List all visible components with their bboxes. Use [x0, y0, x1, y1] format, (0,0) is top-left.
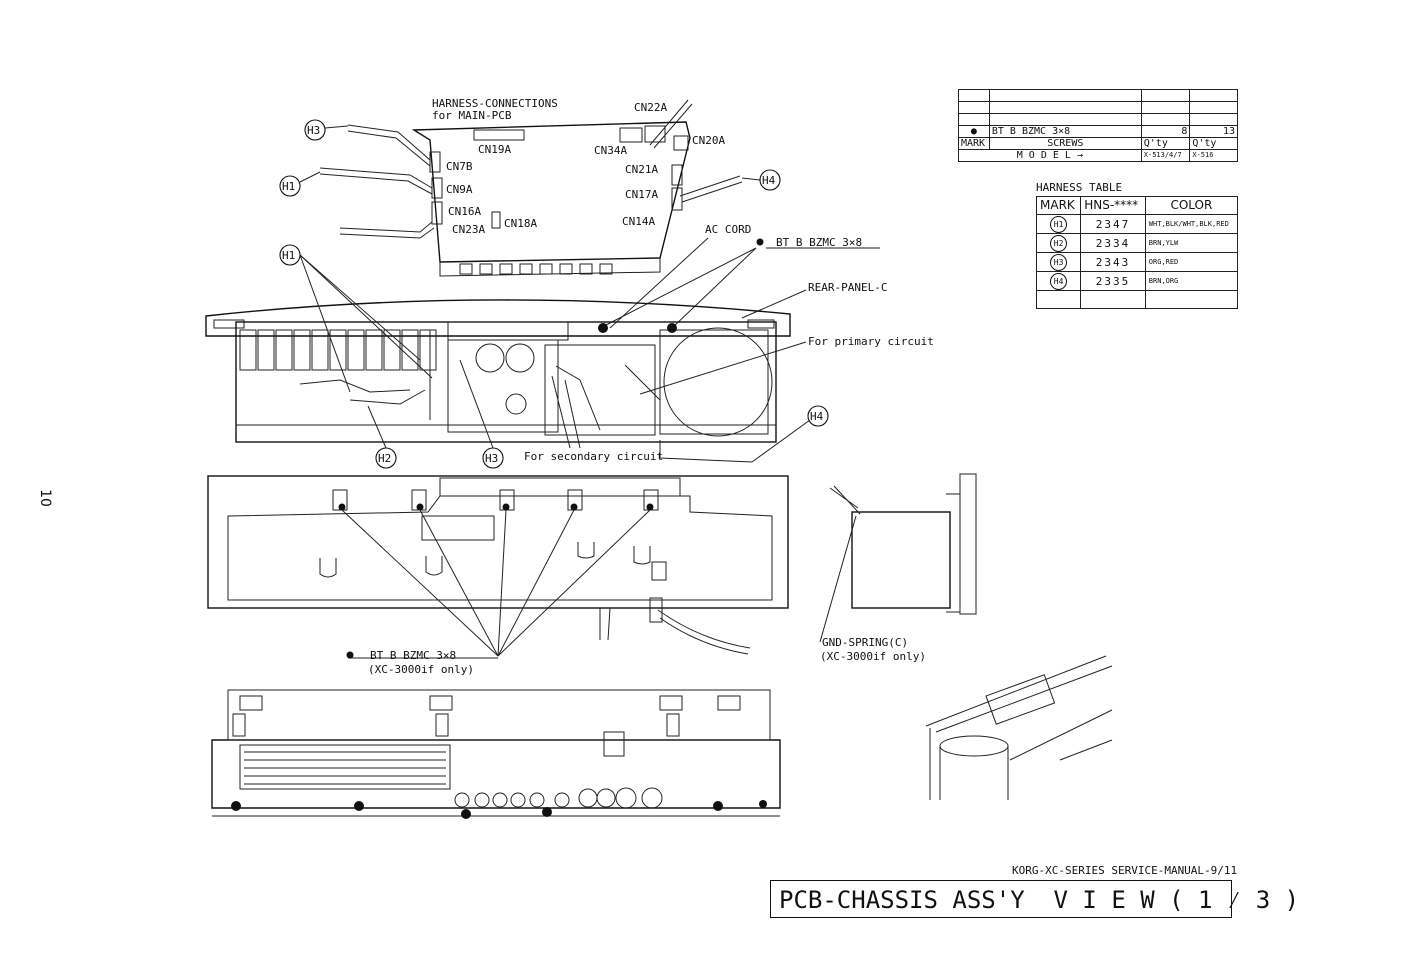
model-b: X-516	[1189, 149, 1238, 162]
harness-hns: 2347	[1080, 214, 1146, 234]
connector-label: CN19A	[478, 143, 511, 156]
rear-panel-label: REAR-PANEL-C	[808, 281, 887, 294]
svg-text:H1: H1	[282, 249, 295, 262]
screw-qty-a: 8	[1140, 125, 1191, 138]
gnd-spring-drawing	[819, 473, 977, 643]
svg-text:H4: H4	[762, 174, 776, 187]
connector-label: CN34A	[594, 144, 627, 157]
harness-color: ORG,RED	[1144, 252, 1239, 272]
connector-label: CN23A	[452, 223, 485, 236]
connector-label: CN22A	[634, 101, 667, 114]
callout-h3: H3	[482, 447, 504, 469]
harness-hns: 2335	[1080, 271, 1146, 291]
connector-label: CN21A	[625, 163, 658, 176]
callout-h4: H4	[741, 169, 781, 191]
svg-text:H4: H4	[810, 410, 824, 423]
harness-hns: 2334	[1080, 233, 1146, 253]
harness-title-line2: for MAIN-PCB	[432, 109, 512, 122]
svg-text:H2: H2	[378, 452, 391, 465]
gnd-spring-line2: (XC-3000if only)	[820, 650, 926, 663]
screws-table: ● BT B BZMC 3×8 8 13 MARK SCREWS Q'ty Q'…	[958, 89, 1238, 162]
harness-header: MARK	[1035, 196, 1082, 215]
page-title: PCB-CHASSIS ASS'Y V I E W ( 1 ⁄ 3 )	[770, 880, 1299, 918]
screw-note-line1: BT B BZMC 3×8	[370, 649, 456, 662]
connector-label: CN17A	[625, 188, 658, 201]
harness-header: COLOR	[1144, 196, 1239, 215]
harness-table: MARK HNS-**** COLOR H1 2347 WHT,BLK/WHT,…	[1035, 196, 1239, 309]
bottom-panel-drawing	[207, 475, 789, 655]
table-row: H4 2335 BRN,ORG	[1035, 271, 1239, 291]
harness-color: WHT,BLK/WHT,BLK,RED	[1144, 214, 1239, 234]
screw-qty-b: 13	[1189, 125, 1238, 138]
callout-h1: H1	[279, 171, 321, 197]
harness-title-line1: HARNESS-CONNECTIONS	[432, 97, 558, 110]
harness-mark: H3	[1050, 254, 1068, 271]
qty-header-a: Q'ty	[1140, 137, 1191, 150]
model-a: X-513/4/7	[1140, 149, 1191, 162]
mark-header: MARK	[958, 137, 990, 150]
connector-label: CN20A	[692, 134, 725, 147]
manual-footer: KORG-XC-SERIES SERVICE-MANUAL-9/11	[1012, 864, 1238, 877]
callout-h1: H1	[279, 244, 301, 266]
connector-label: CN9A	[446, 183, 473, 196]
connector-label: CN18A	[504, 217, 537, 230]
svg-text:H1: H1	[282, 180, 295, 193]
harness-mark: H2	[1050, 235, 1068, 252]
harness-color: BRN,YLW	[1144, 233, 1239, 253]
harness-hns: 2343	[1080, 252, 1146, 272]
table-row: H3 2343 ORG,RED	[1035, 252, 1239, 272]
harness-mark: H4	[1050, 273, 1068, 290]
harness-mark: H1	[1050, 216, 1068, 233]
callout-h3: H3	[304, 119, 349, 141]
chassis-drawing	[205, 254, 811, 463]
connector-label: CN7B	[446, 160, 473, 173]
connector-label: CN16A	[448, 205, 481, 218]
main-pcb-drawing	[319, 99, 743, 277]
screw-callout-label: BT B BZMC 3×8	[776, 236, 862, 249]
table-row: H2 2334 BRN,YLW	[1035, 233, 1239, 253]
perspective-detail-drawing	[925, 655, 1113, 800]
harness-table-title: HARNESS TABLE	[1036, 181, 1123, 194]
connector-label: CN14A	[622, 215, 655, 228]
svg-text:H3: H3	[485, 452, 498, 465]
qty-header-b: Q'ty	[1189, 137, 1238, 150]
screw-leader-lines	[341, 509, 651, 659]
model-label: M O D E L →	[958, 149, 1142, 162]
gnd-spring-line1: GND-SPRING(C)	[822, 636, 908, 649]
callout-h2: H2	[375, 447, 397, 469]
svg-text:H3: H3	[307, 124, 320, 137]
front-panel-drawing	[211, 689, 781, 817]
harness-header: HNS-****	[1080, 196, 1146, 215]
table-row: H1 2347 WHT,BLK/WHT,BLK,RED	[1035, 214, 1239, 234]
primary-circuit-label: For primary circuit	[808, 335, 934, 348]
secondary-circuit-label: For secondary circuit	[524, 450, 663, 463]
screws-header: SCREWS	[988, 137, 1142, 150]
screw-item: BT B BZMC 3×8	[988, 125, 1142, 138]
callout-h4: H4	[807, 405, 829, 427]
ac-cord-label: AC CORD	[705, 223, 751, 236]
harness-color: BRN,ORG	[1144, 271, 1239, 291]
screw-note-line2: (XC-3000if only)	[368, 663, 474, 676]
